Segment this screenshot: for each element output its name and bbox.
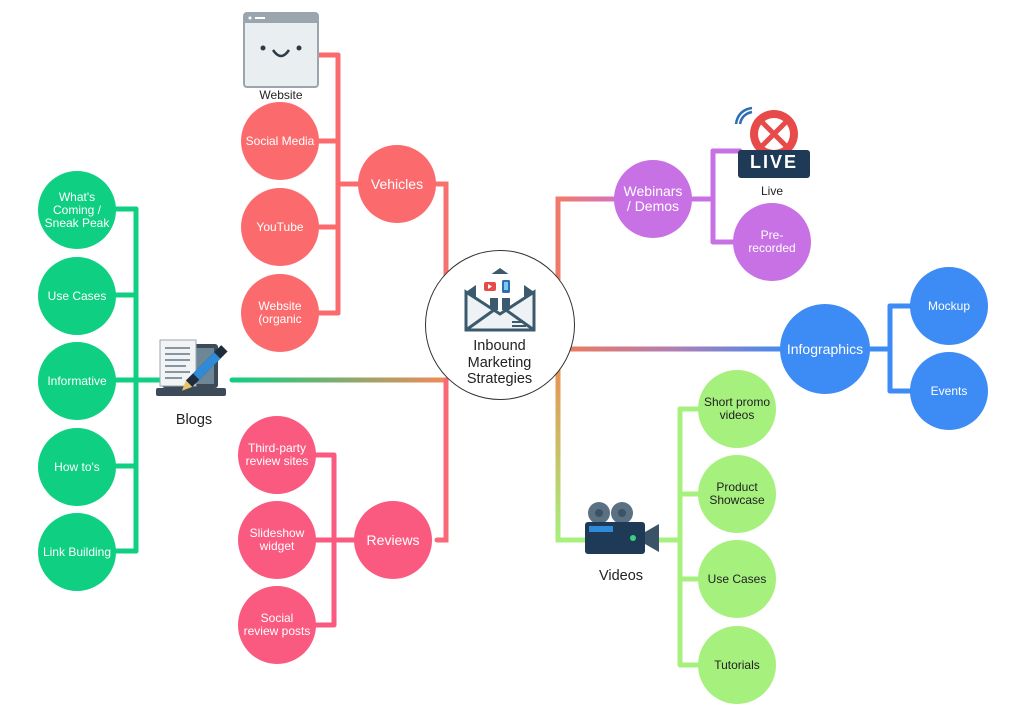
link-reviews-trunk [331, 452, 359, 628]
center-node[interactable]: Inbound Marketing Strategies [425, 250, 575, 400]
center-title: Inbound Marketing Strategies [466, 338, 533, 387]
videos-item-short-promo[interactable]: Short promo videos [698, 370, 776, 448]
blogs-item-informative[interactable]: Informative [38, 342, 116, 420]
blogs-item-sneak-peak[interactable]: What's Coming / Sneak Peak [38, 171, 116, 249]
webinars-item-pre-recorded[interactable]: Pre- recorded [733, 203, 811, 281]
infographics-node[interactable]: Infographics [780, 304, 870, 394]
reviews-item-social-review-posts[interactable]: Social review posts [238, 586, 316, 664]
reviews-node[interactable]: Reviews [354, 501, 432, 579]
videos-item-tutorials[interactable]: Tutorials [698, 626, 776, 704]
videos-item-product-showcase[interactable]: Product Showcase [698, 455, 776, 533]
link-infographics-trunk [865, 303, 893, 394]
link-vehicles-trunk [335, 52, 363, 316]
blogs-label[interactable]: Blogs [175, 412, 213, 428]
email-newsletter-icon [464, 268, 536, 332]
link-videos-trunk [652, 406, 683, 668]
link-webinars-trunk [688, 148, 716, 245]
infographics-item-mockup[interactable]: Mockup [910, 267, 988, 345]
vehicles-item-website-organic[interactable]: Website (organic [241, 274, 319, 352]
live-badge-text: LIVE [749, 152, 798, 172]
videos-item-use-cases[interactable]: Use Cases [698, 540, 776, 618]
live-label[interactable]: Live [760, 184, 783, 198]
video-camera-icon [585, 502, 659, 554]
videos-label[interactable]: Videos [598, 568, 644, 584]
infographics-item-events[interactable]: Events [910, 352, 988, 430]
website-browser-icon [243, 12, 319, 88]
live-broadcast-icon [734, 106, 810, 178]
reviews-item-third-party[interactable]: Third-party review sites [238, 416, 316, 494]
vehicles-item-youtube[interactable]: YouTube [241, 188, 319, 266]
blog-laptop-pen-icon [156, 339, 228, 396]
webinars-node[interactable]: Webinars / Demos [614, 160, 692, 238]
vehicles-node[interactable]: Vehicles [358, 145, 436, 223]
link-center-reviews [434, 377, 449, 543]
blogs-item-link-building[interactable]: Link Building [38, 513, 116, 591]
vehicles-item-social-media[interactable]: Social Media [241, 102, 319, 180]
blogs-item-use-cases[interactable]: Use Cases [38, 257, 116, 335]
website-label[interactable]: Website [259, 88, 303, 102]
blogs-item-how-tos[interactable]: How to's [38, 428, 116, 506]
reviews-item-slideshow-widget[interactable]: Slideshow widget [238, 501, 316, 579]
link-center-videos [555, 355, 588, 543]
